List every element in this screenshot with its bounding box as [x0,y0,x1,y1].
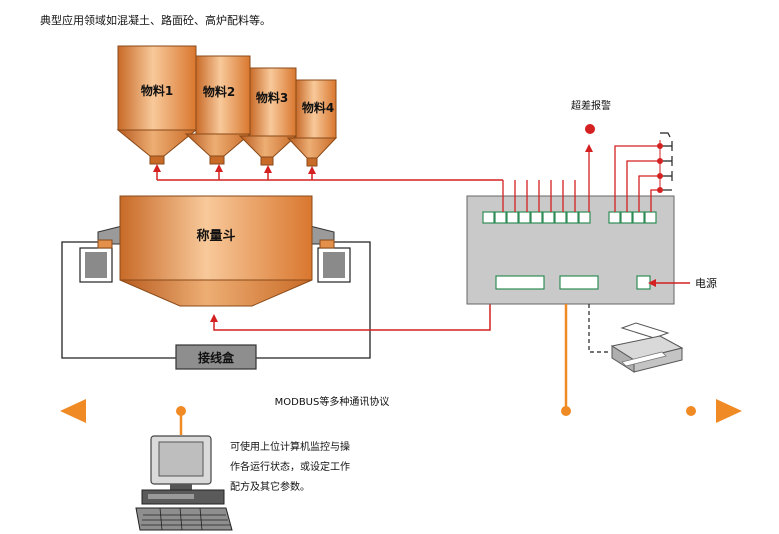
pc-note-line-3: 配方及其它参数。 [230,480,310,493]
power-input: 电源 [648,276,717,290]
output-terminals [482,211,657,224]
computer-icon [135,435,233,531]
bus-drops [179,304,568,435]
alarm-lamp-icon [585,124,595,134]
relay-outputs [614,140,661,212]
hopper-control-lines [153,164,503,181]
hopper-label-4: 物料4 [302,100,334,115]
modbus-bus: MODBUS等多种通讯协议 [60,395,742,423]
hopper-1: 物料1 [116,45,198,165]
hopper-3: 物料3 [238,67,298,166]
printer-icon [588,304,684,373]
weigh-hopper: 称量斗 [61,195,371,359]
alarm: 超差报警 [571,99,611,134]
header-caption: 典型应用领域如混凝土、路面砼、高炉配料等。 [40,13,271,27]
load-cell-icon [79,225,123,283]
hopper-label-3: 物料3 [256,90,288,105]
weigh-hopper-label: 称量斗 [196,228,235,244]
relay-contacts [657,132,673,193]
bus-label: MODBUS等多种通讯协议 [275,395,390,408]
power-label: 电源 [695,276,717,290]
pc-note-line-2: 作各运行状态，或设定工作 [230,460,350,473]
hopper-2: 物料2 [184,55,252,165]
hopper-label-1: 物料1 [141,83,173,98]
alarm-label: 超差报警 [571,99,611,112]
controller-output-wires [502,144,593,212]
arrow-head-icon [716,399,742,423]
pc-note-line-1: 可使用上位计算机监控与操 [230,440,350,453]
hopper-4: 物料4 [286,79,338,167]
pc-note: 可使用上位计算机监控与操 作各运行状态，或设定工作 配方及其它参数。 [230,440,350,493]
controller [466,195,675,305]
arrow-head-icon [60,399,86,423]
load-cell-icon [309,225,351,283]
junction-box-label: 接线盒 [198,350,235,365]
hopper-label-2: 物料2 [203,84,235,99]
discharge-control-line [210,303,491,331]
input-terminals [495,275,651,290]
junction-box: 接线盒 [175,344,257,370]
